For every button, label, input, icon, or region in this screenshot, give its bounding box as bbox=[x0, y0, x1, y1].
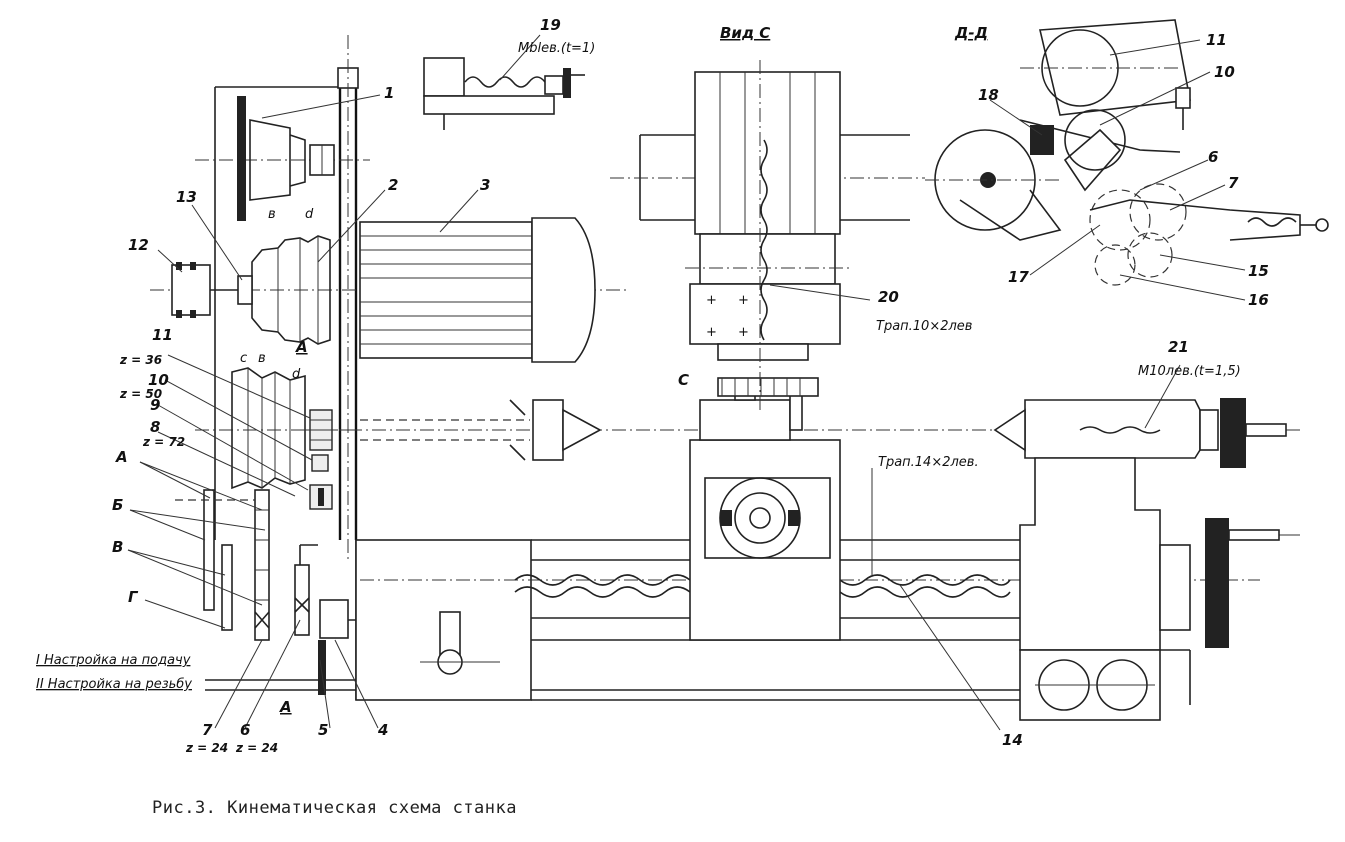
gear-z24-6: z = 24 bbox=[235, 741, 278, 755]
view-c: + + + + bbox=[610, 60, 925, 410]
label-b-upper: в bbox=[268, 207, 276, 222]
section-a-lower: А bbox=[279, 698, 292, 716]
gear-z24-7: z = 24 bbox=[185, 741, 228, 755]
pulley-1 bbox=[195, 96, 370, 221]
callout-11: 11 bbox=[152, 326, 173, 344]
section-dd bbox=[925, 19, 1329, 286]
inset-19 bbox=[423, 57, 585, 130]
cone-gear-block bbox=[195, 367, 360, 510]
section-a-upper: А bbox=[295, 338, 308, 356]
sprocket-12 bbox=[171, 262, 238, 318]
callout-5: 5 bbox=[318, 721, 328, 739]
callout-13: 13 bbox=[176, 188, 197, 206]
carriage bbox=[689, 379, 841, 641]
callout-10: 10 bbox=[148, 371, 169, 389]
callout-19: 19 bbox=[540, 16, 561, 34]
letter-v: В bbox=[112, 538, 123, 556]
setting-feed-label: I Настройка на подачу bbox=[36, 653, 191, 668]
callout-20: 20 bbox=[878, 288, 899, 306]
callout-14: 14 bbox=[1002, 731, 1023, 749]
label-d-upper: d bbox=[305, 207, 314, 222]
letter-a: А bbox=[115, 448, 128, 466]
svg-text:+: + bbox=[706, 325, 717, 340]
svg-text:+: + bbox=[706, 293, 717, 308]
callout-1: 1 bbox=[384, 84, 394, 102]
lead-screw-label: Трап.14×2лев. bbox=[878, 455, 979, 470]
gear-z36: z = 36 bbox=[119, 353, 162, 367]
section-callout-17: 17 bbox=[1008, 268, 1029, 286]
gear-z72: z = 72 bbox=[142, 435, 185, 449]
tailstock bbox=[993, 398, 1300, 721]
section-callout-6: 6 bbox=[1208, 148, 1218, 166]
headstock-frame bbox=[214, 35, 359, 700]
letter-b: Б bbox=[112, 496, 123, 514]
section-callout-18: 18 bbox=[978, 86, 999, 104]
section-callout-7: 7 bbox=[1228, 174, 1239, 192]
thread-19-label: Мblев.(t=1) bbox=[518, 41, 595, 56]
view-c-title: Вид С bbox=[720, 24, 770, 42]
callout-9: 9 bbox=[150, 396, 160, 414]
callout-2: 2 bbox=[388, 176, 398, 194]
thread-21-label: М10лев.(t=1,5) bbox=[1138, 364, 1241, 379]
leader-lines bbox=[127, 34, 1246, 731]
section-dd-title: Д-Д bbox=[954, 24, 988, 42]
callout-12: 12 bbox=[128, 236, 149, 254]
callout-7: 7 bbox=[202, 721, 213, 739]
section-callout-11: 11 bbox=[1206, 31, 1227, 49]
callout-labels: 1 2 3 13 12 11 10 9 8 7 6 5 4 14 20 21 1… bbox=[36, 16, 1269, 755]
callout-6: 6 bbox=[240, 721, 250, 739]
label-c-left: с bbox=[240, 351, 247, 366]
label-d-lower: d bbox=[292, 367, 301, 382]
section-callout-16: 16 bbox=[1248, 291, 1269, 309]
callout-21: 21 bbox=[1168, 338, 1189, 356]
callout-8: 8 bbox=[150, 418, 160, 436]
gear-train bbox=[175, 489, 400, 695]
lathe-bed bbox=[355, 539, 1260, 701]
setting-thread-label: II Настройка на резьбу bbox=[36, 677, 192, 692]
callout-4: 4 bbox=[377, 721, 388, 739]
section-callout-15: 15 bbox=[1248, 262, 1269, 280]
letter-g: Г bbox=[128, 588, 139, 606]
spindle bbox=[300, 399, 1000, 461]
arrow-c-label: С bbox=[678, 371, 689, 389]
svg-text:+: + bbox=[738, 325, 749, 340]
thread-20-label: Трап.10×2лев bbox=[876, 319, 972, 334]
svg-text:+: + bbox=[738, 293, 749, 308]
callout-3: 3 bbox=[480, 176, 490, 194]
figure-caption: Рис.3. Кинематическая схема станка bbox=[152, 798, 517, 818]
label-b-lower: в bbox=[258, 351, 266, 366]
section-callout-10: 10 bbox=[1214, 63, 1235, 81]
motor-3 bbox=[359, 217, 596, 363]
gear-z50: z = 50 bbox=[119, 387, 162, 401]
